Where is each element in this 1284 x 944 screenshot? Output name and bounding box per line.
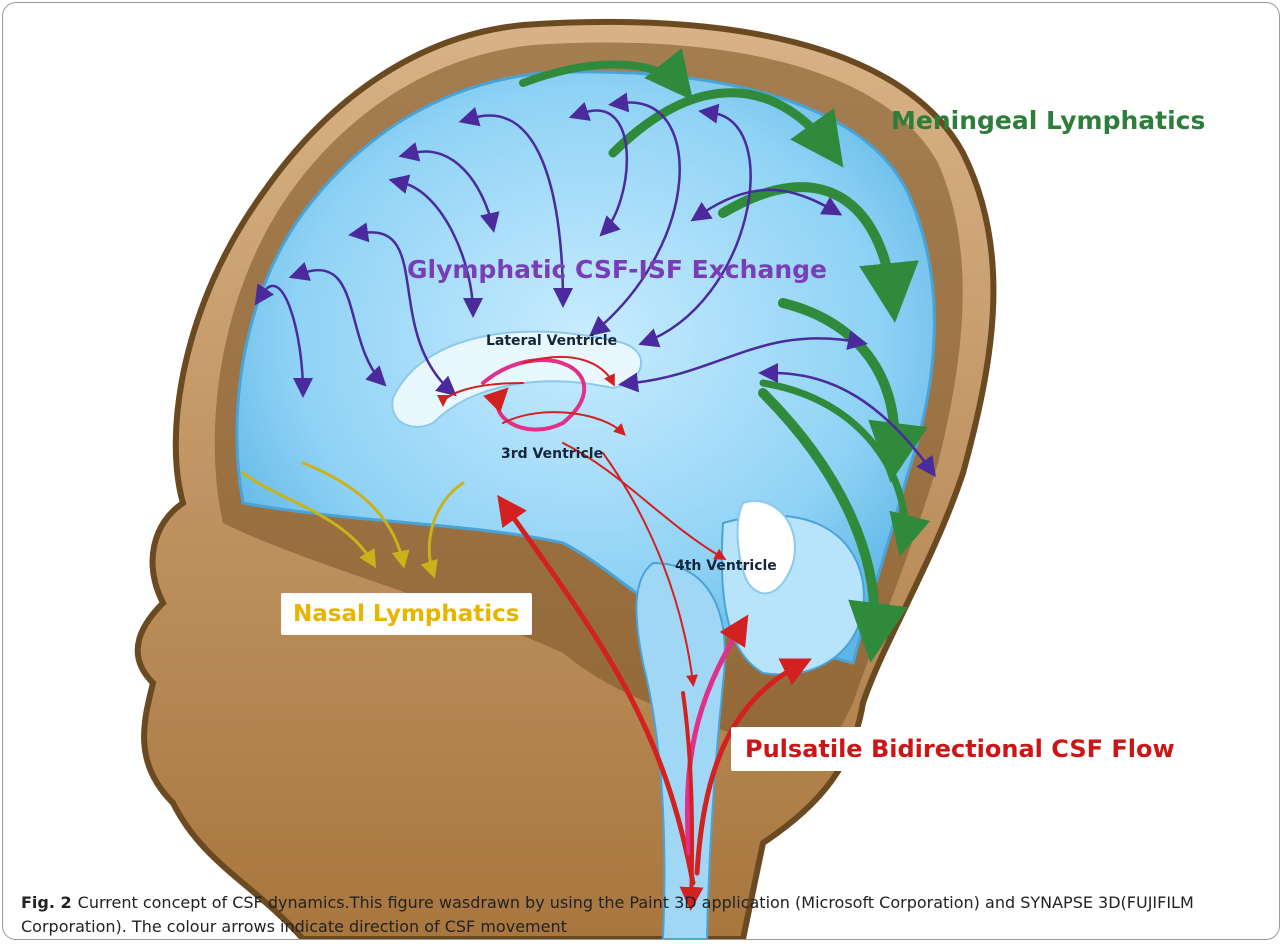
- third-ventricle-label: 3rd Ventricle: [501, 446, 603, 462]
- figure-caption-label: Fig. 2: [21, 893, 72, 912]
- pulsatile-flow-box: Pulsatile Bidirectional CSF Flow: [731, 727, 1189, 771]
- fourth-ventricle-label: 4th Ventricle: [675, 558, 777, 574]
- glymphatic-exchange-label: Glymphatic CSF-ISF Exchange: [407, 255, 827, 284]
- pulsatile-flow-label: Pulsatile Bidirectional CSF Flow: [745, 735, 1175, 763]
- figure-caption-text: Current concept of CSF dynamics.This fig…: [21, 893, 1194, 936]
- meningeal-lymphatics-label: Meningeal Lymphatics: [891, 106, 1205, 135]
- nasal-lymphatics-label: Nasal Lymphatics: [293, 601, 520, 627]
- nasal-lymphatics-box: Nasal Lymphatics: [281, 593, 532, 635]
- lateral-ventricle-label: Lateral Ventricle: [486, 333, 617, 349]
- csf-dynamics-illustration: [3, 3, 1279, 939]
